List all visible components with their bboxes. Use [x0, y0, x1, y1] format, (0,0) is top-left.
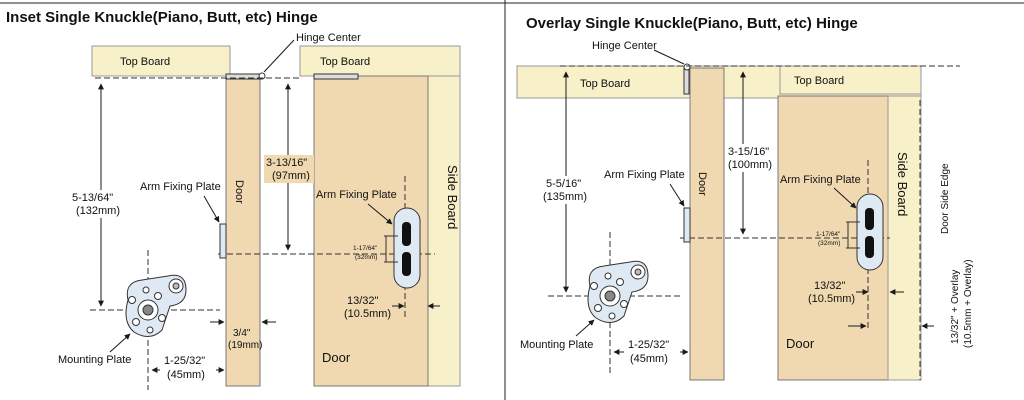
- left-top-board-b-label: Top Board: [320, 56, 370, 68]
- right-arm-plate-slot-bottom: [865, 236, 874, 258]
- right-dim-3-15-16: 3-15/16": [728, 146, 769, 158]
- right-dim-1-25-32-bg: [624, 336, 680, 366]
- left-dim-45mm: (45mm): [167, 369, 205, 381]
- right-hinge-center-leader: [653, 49, 685, 65]
- left-dim-1-17-64: 1-17/64": [353, 245, 378, 252]
- left-arm-plate-slot-top: [402, 222, 411, 246]
- left-title: Inset Single Knuckle(Piano, Butt, etc) H…: [6, 9, 318, 26]
- right-door-bottom-label: Door: [786, 336, 815, 351]
- right-dim-100mm: (100mm): [728, 159, 772, 171]
- left-door-vertical-label: Door: [233, 180, 245, 204]
- right-side-board-label: Side Board: [895, 152, 910, 216]
- left-arm-plate-large: [393, 207, 421, 289]
- right-top-board-b: [779, 65, 922, 95]
- left-dim-5-13-64: 5-13/64": [72, 192, 113, 204]
- right-dim-10-5mm: (10.5mm): [808, 293, 855, 305]
- left-dim-19mm: (19mm): [228, 340, 262, 351]
- right-arm-plate-small: [683, 207, 691, 243]
- right-arm-plate-slot-top: [865, 208, 874, 230]
- left-side-board-label: Side Board: [445, 165, 460, 229]
- left-arm-plate-2-leader: [367, 203, 393, 225]
- right-dim-overlay: 13/32" + Overlay: [950, 270, 961, 344]
- left-dim-5-13-64-bg: [70, 190, 132, 218]
- right-dim-1-17-64: 1-17/64": [816, 231, 841, 238]
- right-arm-plate-2-label: Arm Fixing Plate: [780, 174, 861, 186]
- left-dim-132mm: (132mm): [76, 205, 120, 217]
- left-dim-3-13-16-bg: [264, 155, 314, 183]
- right-dim-5-5-16-bg: [540, 176, 596, 204]
- right-dim-1-25-32: 1-25/32": [628, 339, 669, 351]
- left-dim-10-5mm: (10.5mm): [344, 308, 391, 320]
- left-arm-plate-2-label: Arm Fixing Plate: [316, 189, 397, 201]
- left-arm-plate-slot-bottom: [402, 252, 411, 276]
- left-hinge-center-label: Hinge Center: [296, 32, 361, 44]
- left-dim-1-25-32-bg: [160, 352, 216, 382]
- left-arm-plate-1-label: Arm Fixing Plate: [140, 181, 221, 193]
- left-panel: Inset Single Knuckle(Piano, Butt, etc) H…: [6, 9, 461, 390]
- right-arm-plate-1-leader: [669, 183, 685, 207]
- left-dim-97mm: (97mm): [272, 170, 310, 182]
- left-arm-plate-small: [219, 223, 227, 259]
- left-dim-3-13-16: 3-13/16": [266, 157, 307, 169]
- right-dim-3-15-16-bg: [726, 144, 776, 172]
- right-title: Overlay Single Knuckle(Piano, Butt, etc)…: [526, 15, 858, 32]
- left-hinge-leaf-b: [313, 73, 359, 80]
- left-top-board-a-label: Top Board: [120, 56, 170, 68]
- right-arm-plate-1-label: Arm Fixing Plate: [604, 169, 685, 181]
- right-dim-5-5-16: 5-5/16": [546, 178, 581, 190]
- left-mounting-plate: [125, 274, 187, 337]
- right-mounting-plate: [587, 260, 649, 323]
- right-mounting-plate-label: Mounting Plate: [520, 339, 593, 351]
- right-arm-plate-2-leader: [833, 187, 857, 209]
- right-dim-overlay-mm: (10.5mm + Overlay): [963, 259, 974, 348]
- left-dim-1-25-32: 1-25/32": [164, 355, 205, 367]
- right-top-board-a-label: Top Board: [580, 78, 630, 90]
- left-hinge-center-leader: [263, 39, 295, 73]
- left-door-bottom-label: Door: [322, 350, 351, 365]
- left-dim-3-4: 3/4": [233, 328, 251, 339]
- left-mounting-plate-leader: [109, 333, 131, 353]
- right-door-vertical-label: Door: [696, 172, 708, 196]
- right-hinge-knuckle: [683, 63, 691, 71]
- right-dim-32mm: (32mm): [818, 240, 840, 247]
- left-top-board-a: [91, 45, 231, 77]
- right-hinge-center-label: Hinge Center: [592, 40, 657, 52]
- right-side-board: [887, 95, 922, 381]
- right-dim-13-32: 13/32": [814, 280, 846, 292]
- right-top-board-b-label: Top Board: [794, 75, 844, 87]
- right-door-vertical: [689, 67, 725, 381]
- left-top-board-b: [299, 45, 461, 77]
- right-dim-135mm: (135mm): [543, 191, 587, 203]
- left-dim-13-32: 13/32": [347, 295, 379, 307]
- left-side-board: [427, 75, 461, 387]
- left-dim-32mm: (32mm): [355, 254, 377, 261]
- right-mounting-plate-leader: [575, 319, 595, 337]
- left-mounting-plate-label: Mounting Plate: [58, 354, 131, 366]
- right-arm-plate-large: [856, 193, 884, 271]
- left-arm-plate-1-leader: [203, 195, 220, 223]
- right-door-side-edge-label: Door Side Edge: [940, 163, 951, 234]
- right-panel: Overlay Single Knuckle(Piano, Butt, etc)…: [516, 15, 974, 381]
- right-dim-45mm: (45mm): [630, 353, 668, 365]
